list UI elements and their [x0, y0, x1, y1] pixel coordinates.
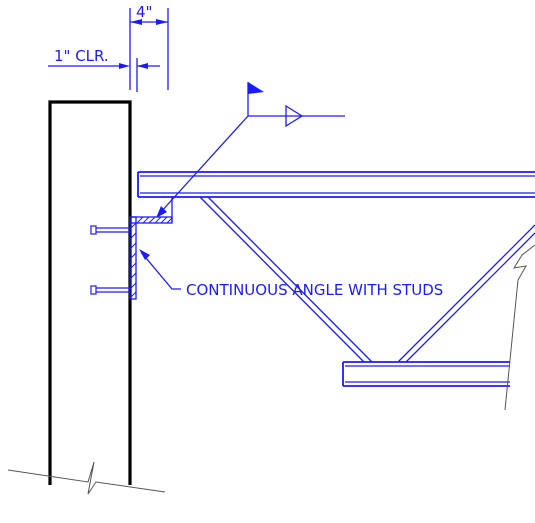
- web-diagonal-right-a: [397, 224, 535, 363]
- dim-arrow-right: [156, 19, 168, 25]
- stud-upper: [90, 225, 130, 235]
- field-weld-flag-icon: [248, 82, 264, 94]
- angle-hatching: [129, 216, 173, 299]
- clr-arrow-right: [137, 63, 148, 69]
- callout-leader-line: [140, 251, 181, 290]
- weld-arrow-leader: [159, 115, 249, 214]
- fillet-weld-icon: [285, 104, 304, 128]
- stud-head: [90, 225, 97, 235]
- headed-studs: [90, 225, 130, 295]
- web-diagonal-right-b: [405, 232, 535, 363]
- continuous-angle: [129, 216, 173, 300]
- joist-top-chord: [137, 171, 535, 198]
- web-diagonal-left-b: [207, 196, 373, 363]
- angle-vertical-leg: [129, 216, 137, 300]
- wall-section: [48, 100, 132, 485]
- angle-callout: CONTINUOUS ANGLE WITH STUDS: [139, 249, 443, 299]
- clr-arrow-left: [119, 63, 130, 69]
- web-diagonal-left-a: [199, 196, 365, 363]
- wall-outline: [48, 100, 132, 485]
- dim-label-1-inch-clr: 1" CLR.: [54, 47, 109, 65]
- callout-label: CONTINUOUS ANGLE WITH STUDS: [186, 281, 443, 299]
- joist-web-members: [199, 196, 535, 363]
- dimension-1-inch-clearance: 1" CLR.: [48, 47, 160, 92]
- joist-break-line: [504, 244, 535, 411]
- joist-bottom-chord: [342, 361, 510, 387]
- weld-arrow-head: [156, 206, 167, 218]
- stud-lower: [90, 285, 130, 295]
- stud-head: [90, 285, 97, 295]
- dimension-4-inch: 4": [129, 3, 169, 90]
- dim-arrow-left: [130, 19, 142, 25]
- wall-break-line: [7, 461, 166, 495]
- callout-arrow-head: [139, 249, 150, 260]
- dim-label-4-inch: 4": [136, 3, 152, 21]
